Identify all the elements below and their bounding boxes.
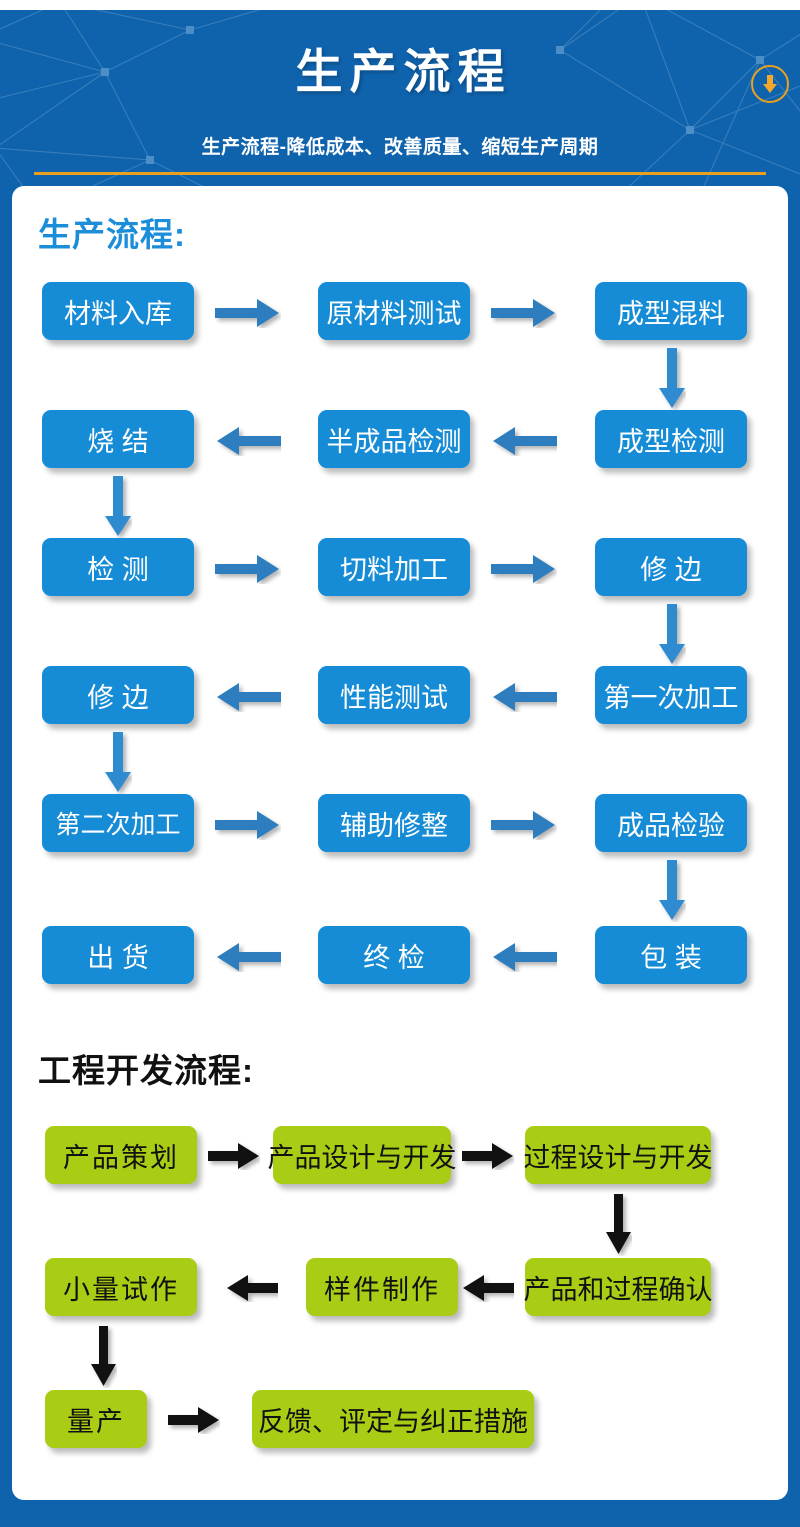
arrow-left-2 [215, 426, 281, 456]
arrow-down-4 [104, 732, 132, 794]
download-arrow-icon[interactable] [751, 65, 789, 103]
flow-node-raw-material-test[interactable]: 原材料测试 [318, 282, 470, 340]
arrow-left-3 [491, 682, 557, 712]
flow-node-sintering[interactable]: 烧 结 [42, 410, 194, 468]
arrow-left-4 [215, 682, 281, 712]
eng-node-process-design-dev[interactable]: 过程设计与开发 [524, 1126, 713, 1184]
page-header: 生产流程 生产流程-降低成本、改善质量、缩短生产周期 [0, 10, 800, 185]
flow-node-cutting-processing[interactable]: 切料加工 [318, 538, 470, 596]
eng-node-feedback-assessment-corrective[interactable]: 反馈、评定与纠正措施 [252, 1390, 534, 1448]
header-divider-rule [34, 172, 766, 175]
page-title: 生产流程 [295, 45, 512, 98]
flow-node-inspection[interactable]: 检 测 [42, 538, 194, 596]
content-panel: 生产流程: 材料入库 原材料测试 成型混料 成型检测 半成品 [12, 186, 788, 1500]
flow-node-forming-inspection[interactable]: 成型检测 [595, 410, 747, 468]
arrow-down-1 [658, 348, 686, 410]
arrow-down-3 [658, 604, 686, 666]
flow-node-trimming-2[interactable]: 修 边 [42, 666, 194, 724]
section-title-production: 生产流程: [38, 216, 186, 253]
eng-node-small-batch-trial[interactable]: 小量试作 [45, 1258, 197, 1316]
eng-arrow-left-1 [462, 1274, 514, 1302]
flow-node-shipment[interactable]: 出 货 [42, 926, 194, 984]
eng-node-mass-production[interactable]: 量产 [45, 1390, 147, 1448]
arrow-right-1 [215, 298, 281, 328]
page-subtitle: 生产流程-降低成本、改善质量、缩短生产周期 [201, 137, 599, 158]
eng-arrow-down-2 [91, 1326, 117, 1388]
eng-arrow-down-1 [606, 1194, 632, 1256]
arrow-left-5 [491, 942, 557, 972]
arrow-down-5 [658, 860, 686, 922]
arrow-left-6 [215, 942, 281, 972]
eng-arrow-left-2 [226, 1274, 278, 1302]
flow-node-first-processing[interactable]: 第一次加工 [595, 666, 747, 724]
arrow-right-6 [491, 810, 557, 840]
arrow-right-2 [491, 298, 557, 328]
arrow-left-1 [491, 426, 557, 456]
flow-node-second-processing[interactable]: 第二次加工 [42, 794, 194, 852]
eng-arrow-right-1 [208, 1142, 260, 1170]
eng-node-sample-making[interactable]: 样件制作 [306, 1258, 458, 1316]
arrow-down-2 [104, 476, 132, 538]
arrow-right-3 [215, 554, 281, 584]
flow-node-packaging[interactable]: 包 装 [595, 926, 747, 984]
arrow-right-5 [215, 810, 281, 840]
network-pattern-decoration [0, 10, 800, 195]
section-title-engineering: 工程开发流程: [38, 1052, 254, 1089]
flow-node-forming-mix[interactable]: 成型混料 [595, 282, 747, 340]
arrow-right-4 [491, 554, 557, 584]
flow-node-final-product-inspection[interactable]: 成品检验 [595, 794, 747, 852]
eng-arrow-right-3 [168, 1406, 220, 1434]
flow-node-final-check[interactable]: 终 检 [318, 926, 470, 984]
flow-node-trimming-1[interactable]: 修 边 [595, 538, 747, 596]
flow-node-auxiliary-finishing[interactable]: 辅助修整 [318, 794, 470, 852]
flow-node-performance-test[interactable]: 性能测试 [318, 666, 470, 724]
eng-node-product-planning[interactable]: 产品策划 [45, 1126, 197, 1184]
eng-node-product-process-validation[interactable]: 产品和过程确认 [524, 1258, 713, 1316]
flow-node-material-inbound[interactable]: 材料入库 [42, 282, 194, 340]
eng-node-product-design-dev[interactable]: 产品设计与开发 [268, 1126, 457, 1184]
flow-node-semi-finished-inspection[interactable]: 半成品检测 [318, 410, 470, 468]
eng-arrow-right-2 [462, 1142, 514, 1170]
